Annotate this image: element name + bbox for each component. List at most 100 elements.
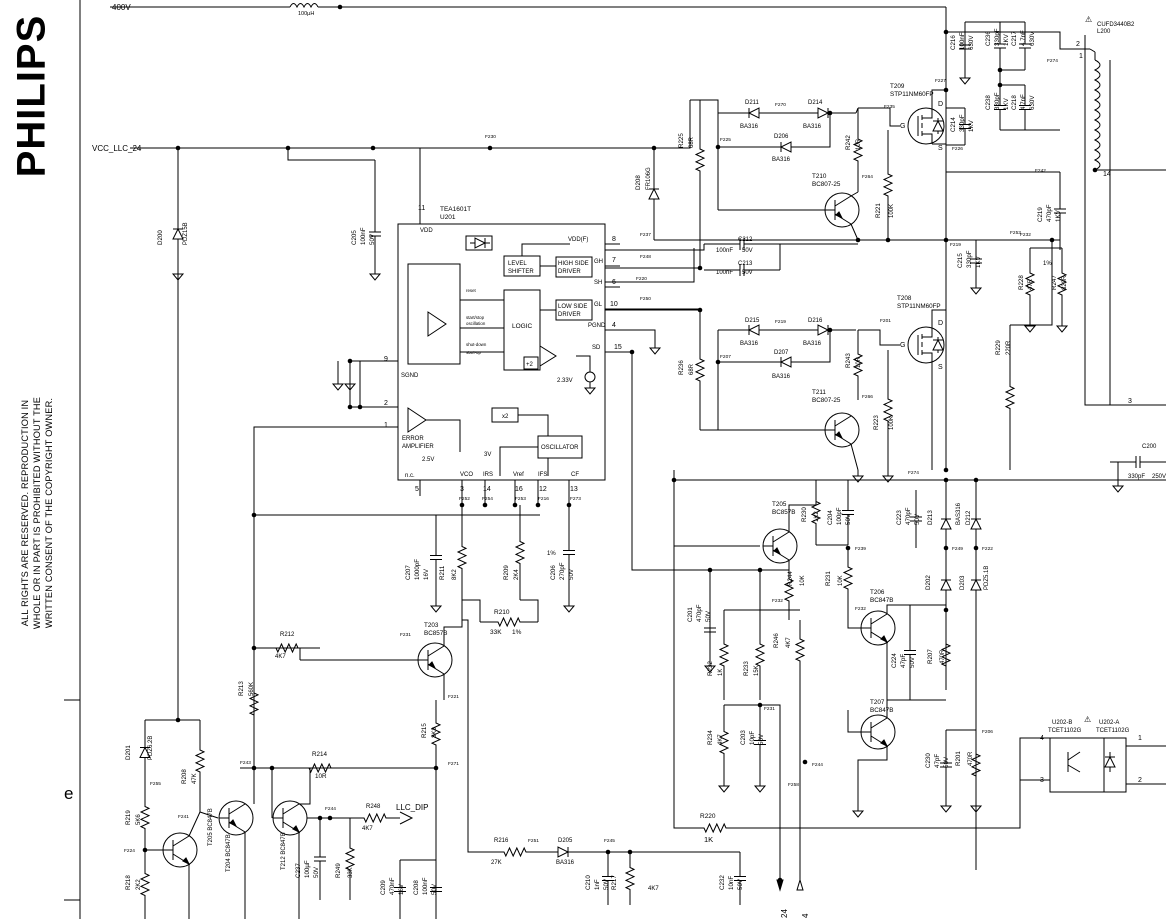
component-value-c219: 470pF [1046, 204, 1053, 222]
junction-dot [327, 815, 333, 821]
wire [605, 351, 760, 571]
label: 4 [612, 322, 616, 329]
label: 4K7 [648, 886, 659, 892]
junction-dot [627, 849, 633, 855]
label: 8K2 [452, 569, 458, 580]
testpoint-label: F235 [884, 104, 895, 110]
junction-dot [827, 110, 833, 116]
ground-symbol [1055, 325, 1069, 333]
ic-ref: U201 [440, 214, 456, 221]
component-rating-c208: 50V [431, 883, 438, 895]
testpoint-label: F237 [640, 232, 651, 238]
wire [812, 113, 831, 148]
label: IRS [483, 472, 493, 478]
wire [850, 443, 859, 471]
label: U202-A [1099, 720, 1119, 726]
junction-dot [943, 87, 949, 93]
junction-dot [715, 144, 721, 150]
diode [747, 324, 760, 336]
component-rating-c223: 50V [914, 513, 921, 525]
component-ref-c205: C205 [351, 230, 358, 245]
junction-dot [885, 237, 891, 243]
label: x2 [502, 414, 509, 420]
emitter-arrow [880, 635, 889, 644]
transistor-part: BC807-25 [812, 397, 841, 404]
label: DRIVER [558, 269, 581, 275]
mosfet-body [907, 326, 945, 364]
wire [847, 710, 861, 733]
mosfet-part: STP11NM60FP [890, 91, 934, 98]
wire [199, 811, 219, 819]
component-ref-d202: D202 [925, 575, 932, 590]
block-level-shifter [503, 255, 541, 277]
testpoint-label: F242 [1035, 168, 1046, 174]
internal-signal: reset [466, 288, 477, 293]
label: 4K7 [275, 654, 286, 660]
junction-dot [697, 265, 703, 271]
component-rating-c203: 50V [758, 733, 765, 745]
label: C213 [738, 261, 753, 267]
label: 15 [614, 344, 622, 351]
component-ref-r232: R232 [707, 661, 714, 676]
junction-dot [943, 237, 949, 243]
label: 6 [612, 279, 616, 286]
junction-dot [433, 765, 439, 771]
testpoint-label: F253 [515, 496, 526, 502]
testpoint-label: F231 [764, 706, 775, 712]
label: 33K [490, 629, 502, 636]
transistor-collector [772, 531, 790, 543]
junction-dot [175, 145, 181, 151]
label: 24 [780, 909, 789, 918]
ground-symbol [703, 665, 717, 673]
resistor [248, 640, 260, 768]
label: HIGH SIDE [558, 261, 589, 267]
label: D206 [774, 134, 789, 140]
junction-dot [605, 849, 611, 855]
l200-pin-1: 1 [1079, 53, 1083, 60]
resistor [624, 852, 636, 905]
component-ref-r249: R249 [335, 863, 342, 878]
resistor [718, 705, 730, 780]
wire [349, 360, 398, 378]
junction-dot [845, 545, 851, 551]
mosfet-body [907, 107, 945, 145]
testpoint-label: F239 [855, 546, 866, 552]
testpoint-label: F243 [240, 760, 251, 766]
ground-symbol [851, 475, 865, 483]
component-ref-r219: R219 [125, 810, 132, 825]
internal-signal: start-up [466, 350, 481, 355]
label: FR106G [646, 167, 652, 190]
label: 1K [718, 669, 724, 676]
block-startup [407, 263, 461, 365]
label: 3 [1040, 777, 1044, 784]
l200-pin-3: 3 [1128, 398, 1132, 405]
label: 1 [384, 422, 388, 429]
component-ref-c216: C216 [950, 35, 957, 50]
resistor [794, 620, 806, 680]
junction-dot [512, 502, 518, 508]
component-ref-c238: C238 [985, 95, 992, 110]
transistor-collector [172, 835, 190, 847]
wire [858, 329, 900, 346]
component-ref-c219: C219 [1037, 207, 1044, 222]
junction-dot [269, 765, 275, 771]
component-ref-c230: C230 [925, 753, 932, 768]
label: 47R [1028, 278, 1034, 290]
component-rating-c236: 1KV [1003, 33, 1010, 46]
label: GH [594, 259, 603, 265]
label: 1 [1138, 735, 1142, 742]
label: 2 [384, 400, 388, 407]
net-llc-dip: LLC_DIP [396, 803, 428, 812]
component-ref-r233: R233 [743, 661, 750, 676]
label: BA316 [740, 341, 759, 347]
transistor-body [272, 800, 308, 836]
junction-dot [697, 307, 703, 313]
component-value-c209: 470nF [389, 877, 396, 895]
label: T205 BC847B [208, 808, 214, 846]
label: 10R [856, 356, 862, 368]
testpoint-label: F222 [982, 546, 993, 552]
label: 15K [754, 665, 760, 676]
transistor-ref: T211 [812, 389, 826, 396]
wire [690, 99, 719, 113]
label: n.c. [405, 473, 415, 479]
